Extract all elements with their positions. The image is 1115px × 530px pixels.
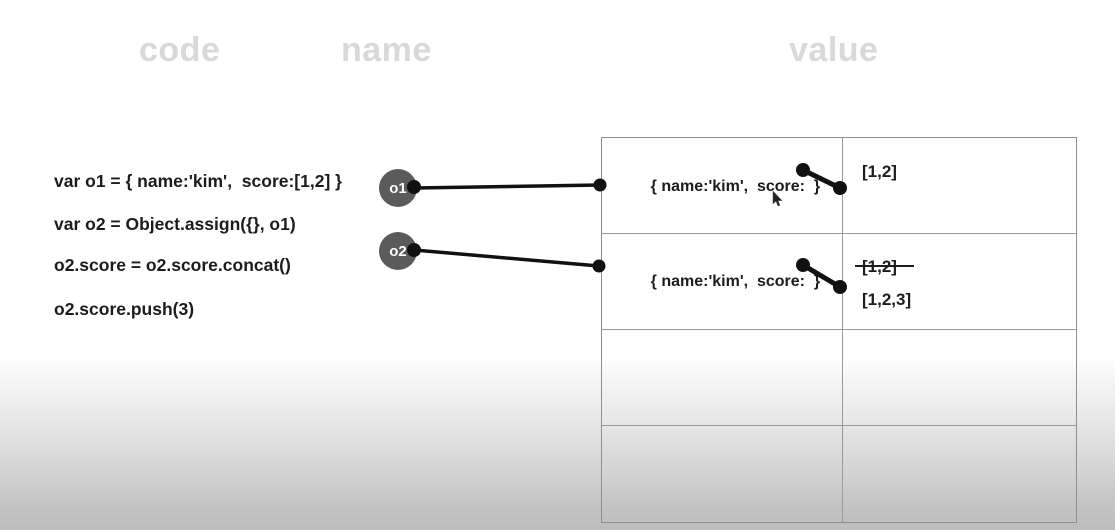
table-row-divider: [602, 233, 1076, 234]
table-row: { name:'kim', score: }: [624, 163, 820, 211]
variable-badge-o1[interactable]: o1: [379, 169, 417, 207]
object-literal-text-tail: }: [809, 178, 821, 195]
heap-table: { name:'kim', score: } [1,2] { name:'kim…: [601, 137, 1077, 523]
value-cell-array: [1,2]: [862, 162, 897, 181]
code-line: var o1 = { name:'kim', score:[1,2] }: [54, 171, 342, 191]
variable-badge-o2[interactable]: o2: [379, 232, 417, 270]
table-column-divider: [842, 138, 843, 522]
code-line: var o2 = Object.assign({}, o1): [54, 214, 296, 234]
code-line: o2.score = o2.score.concat(): [54, 255, 291, 275]
table-row: { name:'kim', score: }: [624, 258, 820, 306]
code-line: o2.score.push(3): [54, 299, 195, 319]
table-row-divider: [602, 425, 1076, 426]
column-header-name: name: [341, 31, 432, 69]
object-literal-text: { name:'kim', score:: [650, 178, 810, 195]
strikethrough-line: [855, 265, 914, 267]
value-cell-array: [1,2,3]: [862, 290, 912, 309]
column-header-code: code: [139, 31, 221, 69]
object-literal-text: { name:'kim', score:: [650, 273, 810, 290]
table-row-divider: [602, 329, 1076, 330]
column-header-value: value: [789, 31, 879, 69]
object-literal-text-tail: }: [809, 273, 821, 290]
arrow-pointer-icon: [772, 191, 783, 207]
